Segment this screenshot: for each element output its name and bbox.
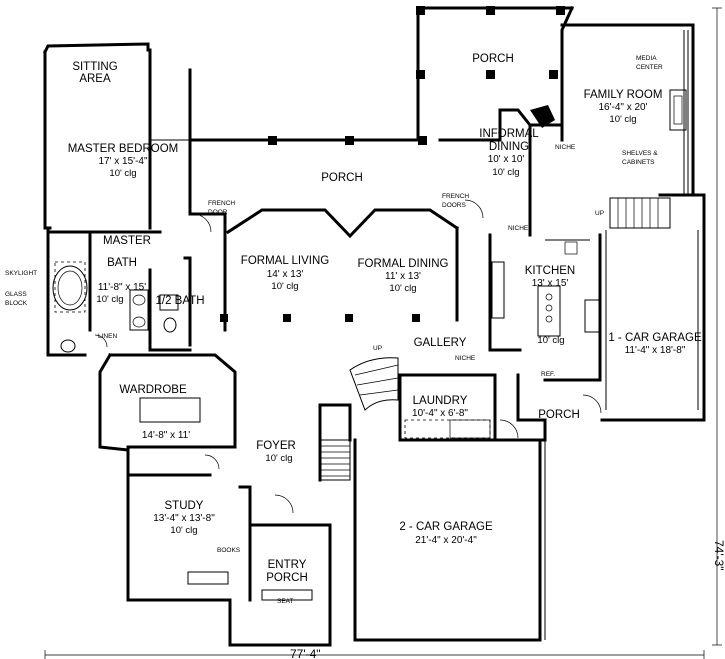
informal-dining-name-1: INFORMAL [479,128,539,140]
french-doors-note-2: DOORS [442,202,467,209]
ref-note: REF. [541,371,555,378]
entry-porch-name-1: ENTRY [268,559,307,571]
entry-porch-name-2: PORCH [266,572,308,584]
french-door-note-1: FRENCH [208,200,235,207]
up-stair-note: UP [373,345,382,352]
kitchen-dim: 13' x 15' [532,278,569,289]
formal-living-clg: 10' clg [271,281,298,292]
formal-dining-dim: 11' x 13' [385,271,421,282]
two-car-garage-dim: 21'-4" x 20'-4" [415,535,477,546]
columns [220,6,565,322]
french-doors-note-1: FRENCH [442,193,469,200]
niche-kitchen-note: NICHE [508,225,529,232]
sitting-area-label: SITTING [72,61,117,73]
porch-rear-label: PORCH [321,172,363,184]
one-car-garage-name: 1 - CAR GARAGE [608,332,702,344]
annotation-notes: MEDIA CENTER NICHE SHELVES & CABINETS FR… [5,55,663,605]
books-note: BOOKS [217,547,241,554]
room-labels: SITTING AREA MASTER BEDROOM 17' x 15'-4"… [68,53,702,584]
skylight-note: SKYLIGHT [5,270,37,277]
formal-living-dim: 14' x 13' [267,269,304,280]
family-room-clg: 10' clg [609,114,636,125]
seat-note: SEAT [277,598,294,605]
master-bedroom-clg: 10' clg [109,168,136,179]
side-porch-label: PORCH [538,409,580,421]
informal-dining-dim: 10' x 10' [488,154,525,165]
gallery-label: GALLERY [414,337,467,349]
family-room-name: FAMILY ROOM [584,89,663,101]
master-bedroom-name: MASTER BEDROOM [68,143,179,155]
fixtures [52,89,687,601]
two-car-garage-name: 2 - CAR GARAGE [399,521,493,533]
study-dim: 13'-4" x 13'-8" [153,513,215,524]
media-center-note-1: MEDIA [636,55,657,62]
rear-stair [609,197,671,229]
laundry-name: LAUNDRY [413,395,468,407]
foyer-name: FOYER [256,440,296,452]
master-bedroom-dim: 17' x 15'-4" [98,156,148,167]
study-name: STUDY [165,500,204,512]
depth-dimension: 74'-3" [712,540,725,571]
glass-block-note-1: GLASS [5,291,27,298]
linen-note: LINEN [98,333,117,340]
media-center-note-2: CENTER [636,64,663,71]
width-dimension: 77'-4" [290,647,321,659]
laundry-dim: 10'-4" x 6'-8" [412,408,468,419]
formal-dining-clg: 10' clg [389,283,416,294]
glass-block-note-2: BLOCK [5,300,28,307]
up-garage-note: UP [595,210,604,217]
niche-informal-note: NICHE [555,144,576,151]
family-room-dim: 16'-4" x 20' [598,102,647,113]
foyer-clg: 10' clg [265,453,292,464]
porch-top-label: PORCH [472,53,514,65]
shelves-cabinets-note-1: SHELVES & [622,150,658,157]
sitting-area-label-2: AREA [79,73,111,85]
master-bath-dim: 11'-8" x 15' [98,282,146,293]
french-door-note-2: DOOR [208,209,228,216]
foyer-stair [319,357,399,481]
formal-living-name: FORMAL LIVING [241,255,329,267]
interior-walls [48,108,602,602]
wardrobe-dim: 14'-8" x 11' [142,430,190,441]
informal-dining-name-2: DINING [489,141,529,153]
kitchen-clg: 10' clg [537,335,564,346]
niche-gallery-note: NICHE [455,355,476,362]
shelves-cabinets-note-2: CABINETS [622,159,655,166]
half-bath-label: 1/2 BATH [156,295,205,307]
master-bath-name-2: BATH [107,257,137,269]
informal-dining-clg: 10' clg [492,167,519,178]
formal-dining-name: FORMAL DINING [358,258,449,270]
study-clg: 10' clg [170,525,197,536]
one-car-garage-dim: 11'-4" x 18'-8" [625,345,686,356]
kitchen-name: KITCHEN [525,265,575,277]
wardrobe-name: WARDROBE [119,384,187,396]
master-bath-name-1: MASTER [103,235,151,247]
master-bath-clg: 10' clg [96,294,123,305]
overall-dimensions: 77'-4" 74'-3" [44,7,725,659]
